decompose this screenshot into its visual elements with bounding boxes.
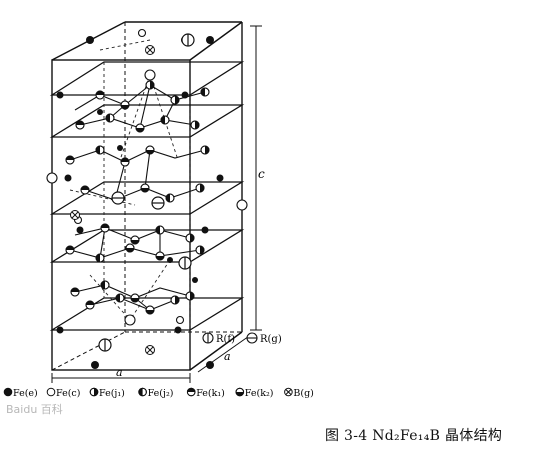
atoms-fe-e — [56, 36, 224, 369]
legend-item: B(g) — [284, 387, 314, 399]
legend-label: Fe(j₂) — [148, 388, 174, 399]
watermark: Baidu 百科 — [6, 403, 63, 416]
axis-a-side — [197, 333, 253, 373]
legend-item: Fe(j₂) — [138, 387, 174, 399]
svg-text:R(g): R(g) — [260, 334, 282, 345]
atom-r-f-top — [181, 33, 195, 47]
legend-label: B(g) — [293, 388, 313, 399]
atom-r-f-mid — [178, 256, 192, 270]
site-label-r-f: R(f) — [202, 332, 235, 345]
atom-r-f-bottom — [98, 338, 112, 352]
axis-label-a-front: a — [116, 366, 123, 379]
legend-item: Fe(e) — [3, 387, 38, 399]
legend-item: Fe(k₁) — [186, 387, 225, 399]
legend-label: Fe(k₁) — [196, 388, 225, 399]
axis-a-front — [51, 373, 191, 383]
legend: Fe(e) Fe(c) Fe(j₁) Fe(j₂) Fe(k₁) Fe(k₂) B(g) — [3, 387, 314, 399]
inner-dashed-bonds — [69, 39, 191, 330]
atoms-nd — [98, 33, 195, 352]
legend-item: Fe(c) — [46, 387, 80, 399]
axis-c — [250, 25, 262, 331]
axis-label-c: c — [258, 167, 265, 181]
legend-label: Fe(c) — [56, 388, 80, 399]
legend-label: Fe(j₁) — [99, 388, 125, 399]
atoms-fe-j-k — [65, 80, 210, 315]
legend-item: Fe(k₂) — [235, 387, 274, 399]
svg-text:R(f): R(f) — [216, 334, 235, 345]
atom-r-g-mid2 — [151, 196, 165, 210]
bond-network — [69, 84, 206, 311]
site-label-r-g: R(g) — [246, 332, 282, 345]
figure-caption: 图 3-4 Nd₂Fe₁₄B 晶体结构 — [325, 428, 503, 444]
legend-label: Fe(e) — [13, 388, 38, 399]
atoms-b-g — [70, 45, 155, 355]
legend-item: Fe(j₁) — [89, 387, 125, 399]
layer-planes — [49, 61, 245, 331]
axis-label-a-side: a — [224, 350, 231, 363]
legend-label: Fe(k₂) — [245, 388, 274, 399]
atom-r-g-mid — [111, 191, 125, 205]
